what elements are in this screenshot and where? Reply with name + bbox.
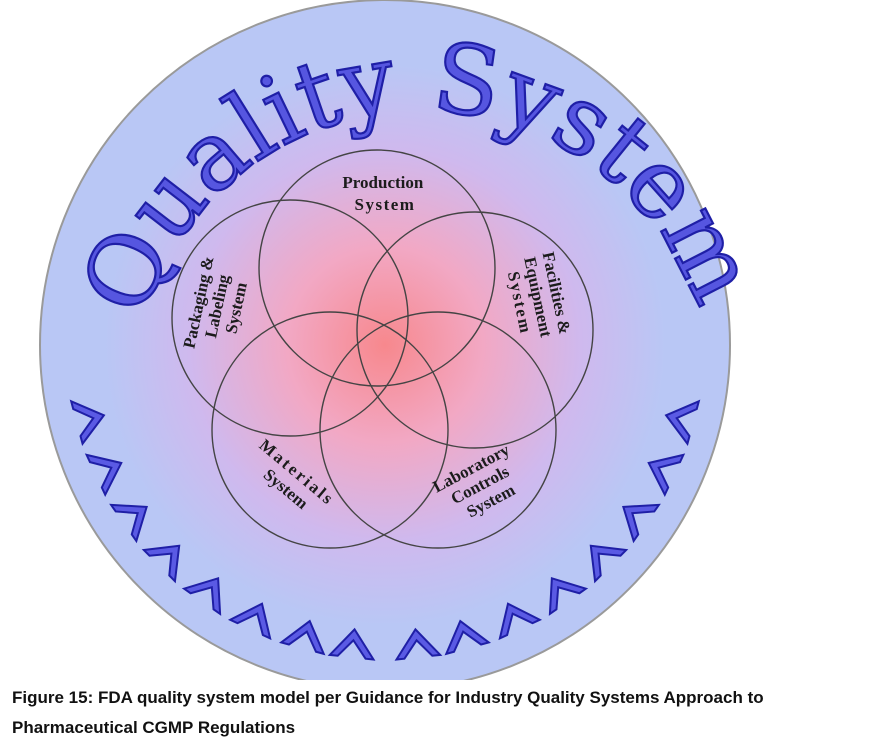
production-system-label: Production System [342, 173, 427, 214]
chevron-mark [141, 544, 181, 584]
chevron-mark [444, 619, 492, 656]
chevron-mark [498, 602, 543, 641]
quality-system-diagram: Quality System Production System Facilit… [39, 0, 781, 680]
caption-line-2: Pharmaceutical CGMP Regulations [12, 718, 296, 737]
chevron-mark [622, 503, 661, 544]
chevron-mark [664, 399, 701, 447]
materials-circle [211, 311, 449, 549]
chevron-mark [647, 453, 686, 498]
chevron-mark [394, 627, 443, 661]
chevron-mark [548, 577, 589, 616]
chevron-mark [84, 453, 123, 498]
chevron-mark [327, 627, 376, 661]
chevron-mark [227, 602, 272, 641]
chevron-mark [181, 577, 222, 616]
venn-circles [171, 149, 594, 549]
chevron-mark [589, 544, 629, 584]
chevron-mark [69, 399, 106, 447]
figure-caption: Figure 15: FDA quality system model per … [12, 683, 872, 743]
chevron-mark [278, 619, 326, 656]
caption-line-1: Figure 15: FDA quality system model per … [12, 688, 764, 707]
chevron-ring [69, 399, 701, 661]
chevron-mark [109, 503, 148, 544]
laboratory-circle [319, 311, 557, 549]
facilities-circle [356, 211, 594, 449]
packaging-circle [171, 199, 409, 437]
production-circle [258, 149, 496, 387]
center-glow [105, 65, 665, 625]
